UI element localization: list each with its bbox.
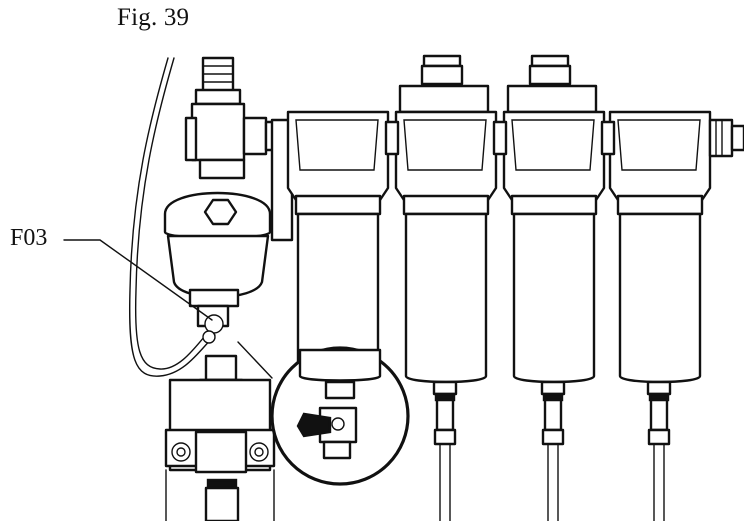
- filter-housing-4: [608, 110, 712, 521]
- lower-pipe-clamp: [164, 354, 276, 521]
- filter-housing-3: [502, 54, 606, 521]
- drain-tube: [128, 57, 216, 377]
- tee-fitting: [184, 102, 282, 180]
- inlet-pipe: [194, 56, 242, 106]
- callout-leader: [63, 239, 213, 321]
- hex-cap-icon: [203, 198, 238, 226]
- head-connectors: [384, 120, 616, 156]
- outlet-fitting: [708, 118, 744, 158]
- callout-label-f03: F03: [10, 225, 48, 251]
- drain-valve-f03: [196, 304, 230, 344]
- valve-handle-icon: [296, 412, 332, 438]
- water-separator: [163, 191, 272, 308]
- detail-magnifier: [237, 341, 410, 486]
- filter-housing-2: [394, 54, 498, 521]
- figure-title: Fig. 39: [117, 4, 190, 31]
